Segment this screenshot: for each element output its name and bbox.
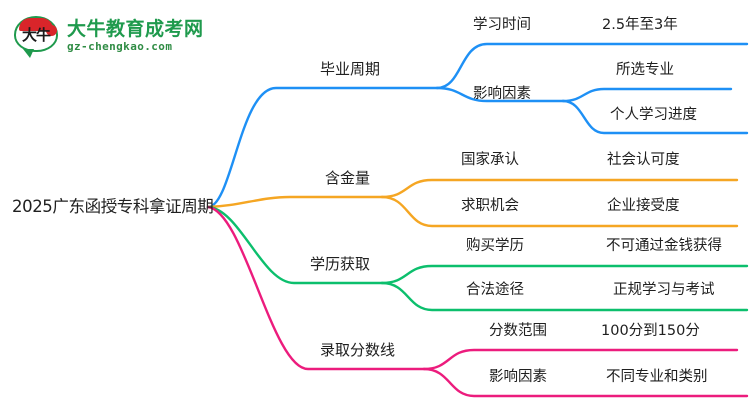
logo-subtitle: gz-chengkao.com [67, 40, 173, 53]
node-selected-major[interactable]: 所选专业 [616, 62, 674, 78]
connector-root-to-graduation-cycle [206, 86, 439, 209]
node-legal-path[interactable]: 合法途径 [466, 282, 524, 298]
connector-root-to-gold-content [206, 195, 384, 209]
bubble-cap-shape [19, 18, 53, 31]
node-formal-study-exam-value[interactable]: 正规学习与考试 [613, 282, 715, 298]
node-score-factors[interactable]: 影响因素 [489, 369, 547, 385]
node-national-recognition[interactable]: 国家承认 [461, 152, 519, 168]
connector-gold-to-national-recognition [380, 178, 739, 199]
node-social-acceptance[interactable]: 社会认可度 [607, 152, 680, 168]
connector-root-to-admission-score [206, 205, 426, 371]
connector-root-to-degree-acquisition [206, 205, 384, 285]
connector-graduation-to-factors [435, 86, 565, 103]
bubble-tail-shape [23, 49, 34, 58]
connector-score-to-factors [422, 367, 749, 398]
node-graduation-cycle[interactable]: 毕业周期 [320, 60, 381, 78]
connector-score-to-range [422, 348, 739, 371]
logo-text-block: 大牛教育成考网 gz-chengkao.com [67, 18, 204, 54]
logo-title: 大牛教育成考网 [67, 18, 204, 40]
connector-factors-to-major [561, 87, 733, 103]
node-enterprise-acceptance[interactable]: 企业接受度 [607, 198, 680, 214]
node-cannot-buy-value[interactable]: 不可通过金钱获得 [606, 238, 722, 254]
node-graduation-factors[interactable]: 影响因素 [473, 86, 531, 102]
connector-factors-to-progress [561, 99, 749, 135]
logo-mark-glyph: 大牛 [21, 26, 51, 44]
node-gold-content[interactable]: 含金量 [325, 169, 371, 187]
node-score-factors-value[interactable]: 不同专业和类别 [606, 369, 708, 385]
connector-graduation-to-study-time [435, 42, 749, 90]
node-job-opportunity[interactable]: 求职机会 [461, 198, 519, 214]
mindmap-root-node[interactable]: 2025广东函授专科拿证周期 [12, 197, 214, 216]
connector-degree-to-legal-path [380, 281, 749, 312]
node-study-time-value[interactable]: 2.5年至3年 [602, 17, 678, 33]
node-personal-progress[interactable]: 个人学习进度 [610, 107, 697, 123]
node-buy-degree[interactable]: 购买学历 [466, 238, 524, 254]
bubble-dot-shape [46, 25, 57, 36]
node-degree-acquisition[interactable]: 学历获取 [310, 255, 371, 273]
node-admission-score-line[interactable]: 录取分数线 [320, 341, 396, 359]
node-score-range-value[interactable]: 100分到150分 [601, 323, 700, 339]
site-logo[interactable]: 大牛 大牛教育成考网 gz-chengkao.com [14, 10, 234, 62]
daniu-speech-bubble-logo-icon: 大牛 [14, 14, 60, 58]
connector-degree-to-buy [380, 264, 749, 285]
node-score-range[interactable]: 分数范围 [489, 323, 547, 339]
connector-gold-to-job-opportunity [380, 195, 739, 228]
node-study-time[interactable]: 学习时间 [473, 17, 531, 33]
